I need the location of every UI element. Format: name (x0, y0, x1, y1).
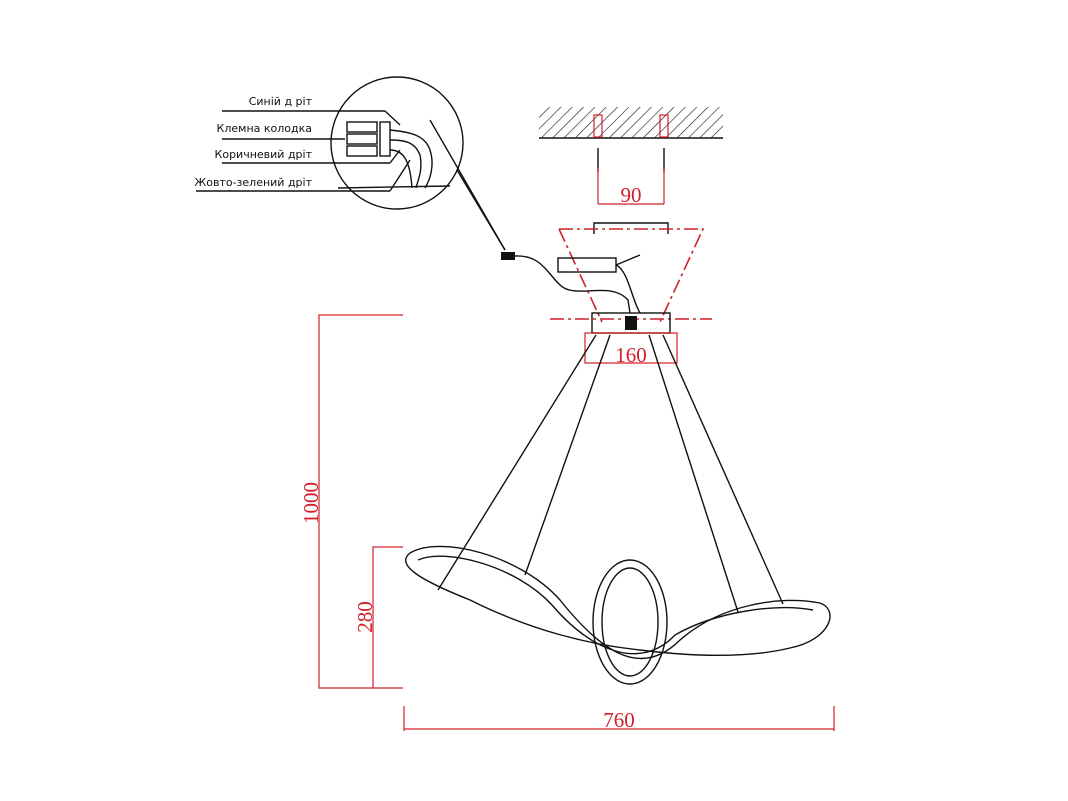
dim-total-height: 1000 (299, 482, 323, 524)
connector (625, 316, 637, 330)
led-driver (557, 257, 617, 273)
ceiling-mount: 90 (539, 107, 723, 207)
plug-connector (501, 252, 515, 260)
canopy-assembly: 160 (501, 222, 712, 367)
anchor-right (659, 114, 669, 138)
mount-bracket (593, 222, 669, 234)
label-brown-wire: Коричневий дріт (215, 148, 313, 161)
terminal-block-icon (346, 121, 378, 133)
lamp-ring (405, 545, 831, 685)
label-yellow-green-wire: Жовто-зелений дріт (194, 176, 312, 189)
wiring-detail-callout: Синій д ріт Клемна колодка Коричневий др… (194, 76, 506, 251)
dim-ring-height: 280 (353, 601, 377, 633)
detail-circle (330, 76, 464, 210)
suspension-cables (437, 334, 784, 613)
dim-canopy-width: 160 (615, 343, 647, 367)
dim-total-width: 760 (603, 708, 635, 732)
anchor-left (593, 114, 603, 138)
dim-mount-spacing: 90 (621, 183, 642, 207)
ceiling-hatch (539, 107, 723, 138)
overall-dimensions: 1000 280 760 (299, 314, 835, 732)
label-blue-wire: Синій д ріт (249, 95, 313, 108)
label-terminal-block: Клемна колодка (217, 122, 312, 135)
